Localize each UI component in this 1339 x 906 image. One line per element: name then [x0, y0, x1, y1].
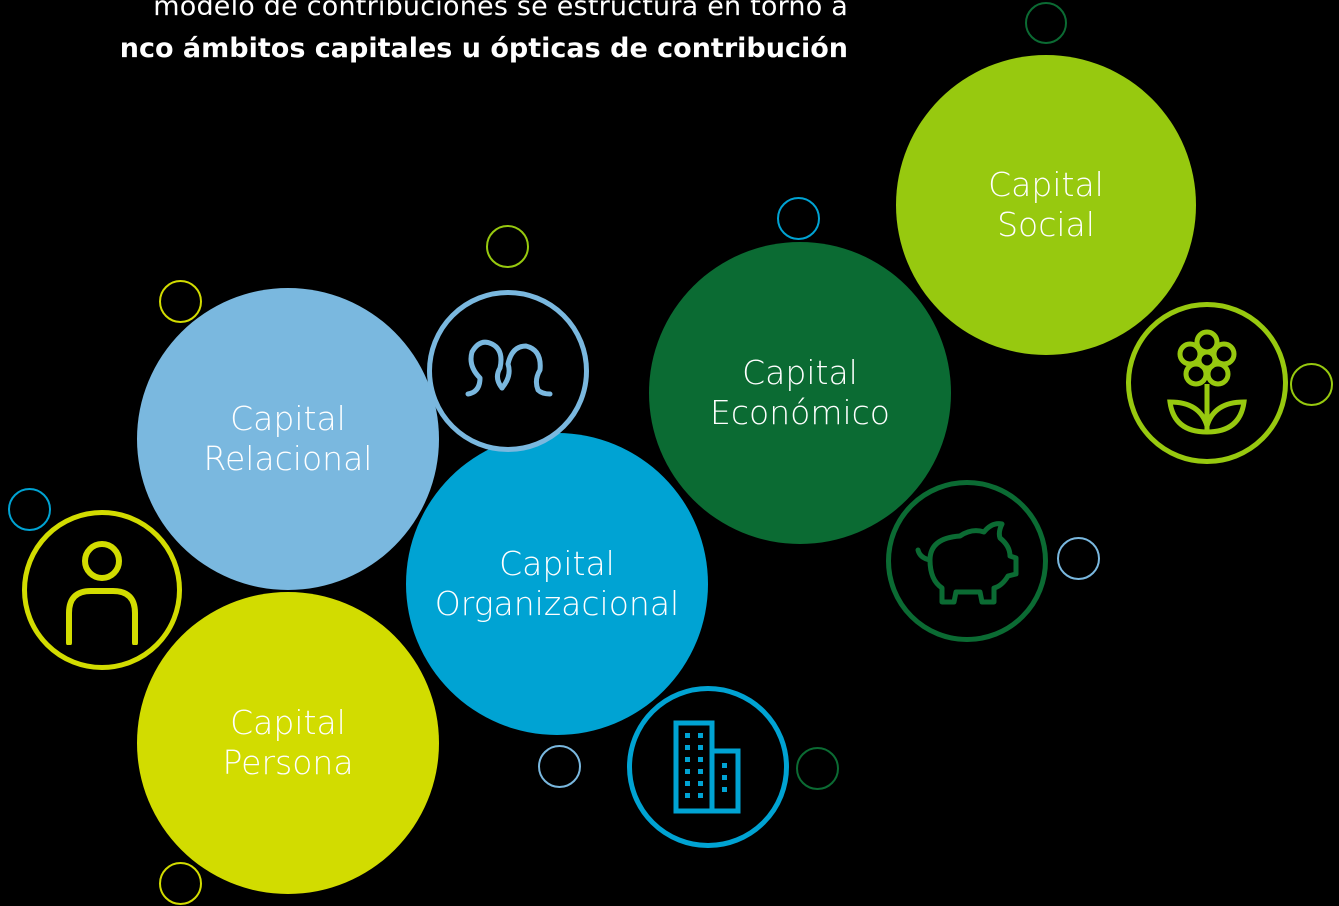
- flower-icon: [1167, 329, 1247, 435]
- capital-relacional-line2: Relacional: [203, 439, 373, 478]
- building-icon-ring: [627, 686, 789, 848]
- heading: modelo de contribuciones se estructura e…: [0, 0, 848, 70]
- capital-economico-line1: Capital: [742, 353, 858, 392]
- decor-ring: [1025, 2, 1067, 44]
- people-icon: [465, 339, 553, 397]
- flower-icon-ring: [1126, 302, 1288, 464]
- decor-ring: [159, 862, 202, 905]
- capital-economico-line2: Económico: [710, 393, 890, 432]
- capital-relacional-line1: Capital: [230, 399, 346, 438]
- decor-ring: [777, 197, 820, 240]
- decor-ring: [538, 745, 581, 788]
- capital-organizacional-line1: Capital: [499, 544, 615, 583]
- decor-ring: [1290, 363, 1333, 406]
- decor-ring: [1057, 537, 1100, 580]
- capital-social-line2: Social: [997, 205, 1095, 244]
- piggy-bank-icon: [915, 521, 1019, 605]
- capital-economico-circle: Capital Económico: [649, 242, 951, 544]
- capital-persona-line2: Persona: [222, 743, 354, 782]
- decor-ring: [159, 280, 202, 323]
- building-icon: [673, 720, 741, 814]
- capital-relacional-circle: Capital Relacional: [137, 288, 439, 590]
- decor-ring: [486, 225, 529, 268]
- capital-persona-line1: Capital: [230, 703, 346, 742]
- heading-line-1: modelo de contribuciones se estructura e…: [153, 0, 848, 22]
- capital-persona-circle: Capital Persona: [137, 592, 439, 894]
- capital-social-line1: Capital: [988, 165, 1104, 204]
- decor-ring: [8, 488, 51, 531]
- capital-organizacional-circle: Capital Organizacional: [406, 433, 708, 735]
- capital-organizacional-line2: Organizacional: [434, 584, 680, 623]
- decor-ring: [796, 747, 839, 790]
- piggy-bank-icon-ring: [886, 480, 1048, 642]
- capital-social-circle: Capital Social: [896, 55, 1196, 355]
- person-icon: [66, 541, 138, 645]
- people-icon-ring: [427, 290, 589, 452]
- heading-line-2: nco ámbitos capitales u ópticas de contr…: [119, 33, 848, 64]
- person-icon-ring: [22, 510, 182, 670]
